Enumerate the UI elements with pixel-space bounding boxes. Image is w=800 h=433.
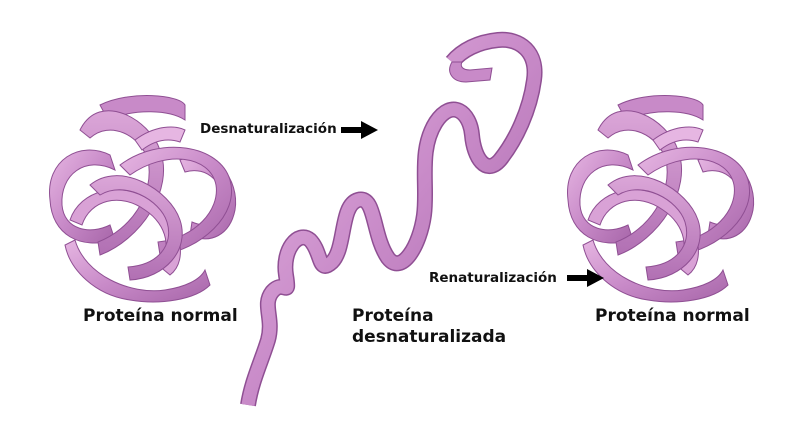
renaturation-label: Renaturalización bbox=[429, 270, 557, 286]
left-protein-caption: Proteína normal bbox=[83, 306, 238, 326]
right-protein-caption: Proteína normal bbox=[595, 306, 750, 326]
middle-protein-caption-line2: desnaturalizada bbox=[352, 327, 507, 347]
folded-protein-right bbox=[567, 95, 755, 303]
denatured-protein-ribbon bbox=[240, 31, 543, 407]
right-arrow-icon bbox=[567, 269, 604, 287]
middle-protein-caption-line1: Proteína bbox=[352, 306, 434, 326]
denaturation-label: Desnaturalización bbox=[200, 121, 337, 137]
right-arrow-icon bbox=[341, 121, 378, 139]
